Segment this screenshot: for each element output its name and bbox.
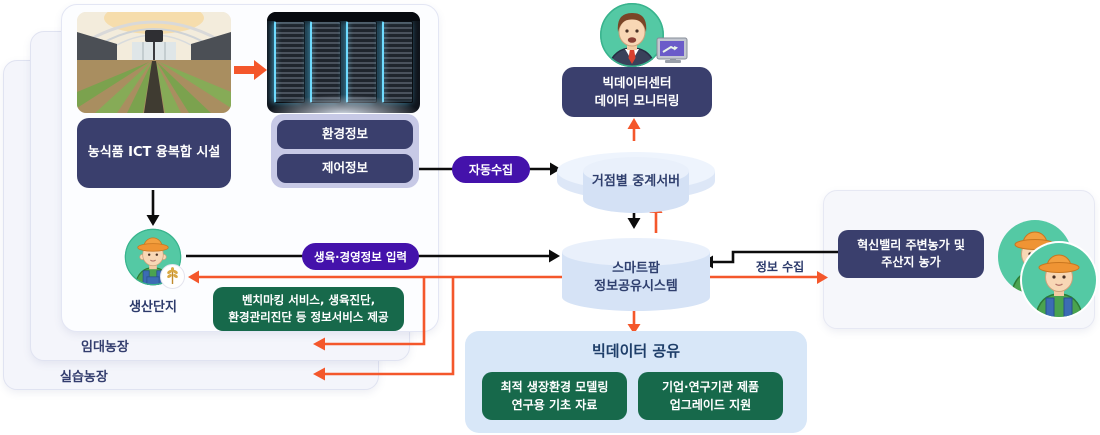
orange-transfer-arrow-icon bbox=[234, 60, 267, 80]
greenhouse-photo bbox=[77, 12, 231, 113]
share-item2-line2: 업그레이드 지원 bbox=[669, 398, 752, 412]
bigdata-share-title: 빅데이터 공유 bbox=[591, 342, 681, 360]
env-info-label: 환경정보 bbox=[321, 126, 368, 142]
greenhouse-illustration bbox=[77, 12, 231, 113]
server-floor-glow bbox=[267, 95, 420, 113]
share-item-upgrade: 기업·연구기관 제품 업그레이드 지원 bbox=[638, 372, 783, 420]
env-info-box: 환경정보 bbox=[277, 120, 413, 149]
server-rack-icon bbox=[310, 21, 341, 103]
server-racks bbox=[267, 21, 420, 103]
smartfarm-system-label: 스마트팜 정보공유시스템 bbox=[560, 260, 712, 295]
auto-collect-label: 자동수집 bbox=[468, 163, 514, 177]
benchmarking-line2: 환경관리진단 등 정보서비스 제공 bbox=[228, 310, 389, 324]
control-info-label: 제어정보 bbox=[321, 160, 368, 176]
relay-cylinder-icon bbox=[557, 152, 715, 213]
info-collect-label: 정보 수집 bbox=[755, 260, 805, 274]
server-rack-icon bbox=[346, 21, 377, 103]
share-item-modeling: 최적 생장환경 모델링 연구용 기초 자료 bbox=[482, 372, 627, 420]
wheat-badge-icon bbox=[160, 264, 185, 289]
benchmarking-service-box: 벤치마킹 서비스, 생육진단, 환경관리진단 등 정보서비스 제공 bbox=[213, 287, 404, 331]
facility-caption: 농식품 ICT 융복합 시설 bbox=[87, 144, 221, 160]
smartfarm-system-cylinder: 스마트팜 정보공유시스템 bbox=[560, 237, 712, 313]
producer-label: 생산단지 bbox=[129, 300, 177, 315]
monitor-chart-icon bbox=[656, 37, 688, 63]
bigdata-center-box: 빅데이터센터 데이터 모니터링 bbox=[562, 67, 712, 117]
server-top-frame bbox=[267, 12, 420, 21]
bigdata-center-line1: 빅데이터센터 bbox=[602, 74, 672, 90]
server-rack-icon bbox=[382, 21, 413, 103]
relay-server-label: 거점별 중계서버 bbox=[591, 174, 681, 189]
share-item1-line1: 최적 생장환경 모델링 bbox=[500, 380, 609, 394]
facility-caption-box: 농식품 ICT 융복합 시설 bbox=[77, 118, 231, 188]
bigdata-share-panel: 빅데이터 공유 최적 생장환경 모델링 연구용 기초 자료 기업·연구기관 제품… bbox=[465, 331, 807, 433]
valley-farmers-avatars bbox=[996, 218, 1098, 320]
farmers-group-icon bbox=[998, 220, 1098, 319]
analyst-with-monitor-icon bbox=[600, 3, 688, 67]
practice-farm-label: 실습농장 bbox=[60, 370, 108, 385]
valley-farms-line1: 혁신밸리 주변농가 및 bbox=[857, 237, 965, 252]
auto-collect-pill: 자동수집 bbox=[452, 156, 530, 183]
growth-input-label: 생육·경영정보 입력 bbox=[313, 249, 407, 264]
smartfarm-cylinder-icon bbox=[562, 238, 710, 311]
server-rack-icon bbox=[274, 21, 305, 103]
smartfarm-line1: 스마트팜 bbox=[612, 261, 660, 276]
wheat-badge bbox=[160, 264, 185, 289]
growth-input-pill: 생육·경영정보 입력 bbox=[302, 243, 419, 270]
relay-server-cylinder: 거점별 중계서버 bbox=[556, 147, 716, 215]
control-info-box: 제어정보 bbox=[277, 154, 413, 183]
analyst-avatar bbox=[599, 2, 691, 70]
valley-farms-line2: 주산지 농가 bbox=[881, 255, 941, 269]
server-rack-photo bbox=[267, 12, 420, 113]
share-item1-line2: 연구용 기초 자료 bbox=[511, 398, 598, 412]
benchmarking-line1: 벤치마킹 서비스, 생육진단, bbox=[241, 292, 376, 307]
bigdata-center-line2: 데이터 모니터링 bbox=[594, 93, 680, 108]
valley-farms-box: 혁신밸리 주변농가 및 주산지 농가 bbox=[838, 230, 984, 278]
share-item2-line1: 기업·연구기관 제품 bbox=[661, 380, 760, 394]
smartfarm-line2: 정보공유시스템 bbox=[594, 278, 678, 294]
rental-farm-label: 임대농장 bbox=[81, 340, 129, 355]
